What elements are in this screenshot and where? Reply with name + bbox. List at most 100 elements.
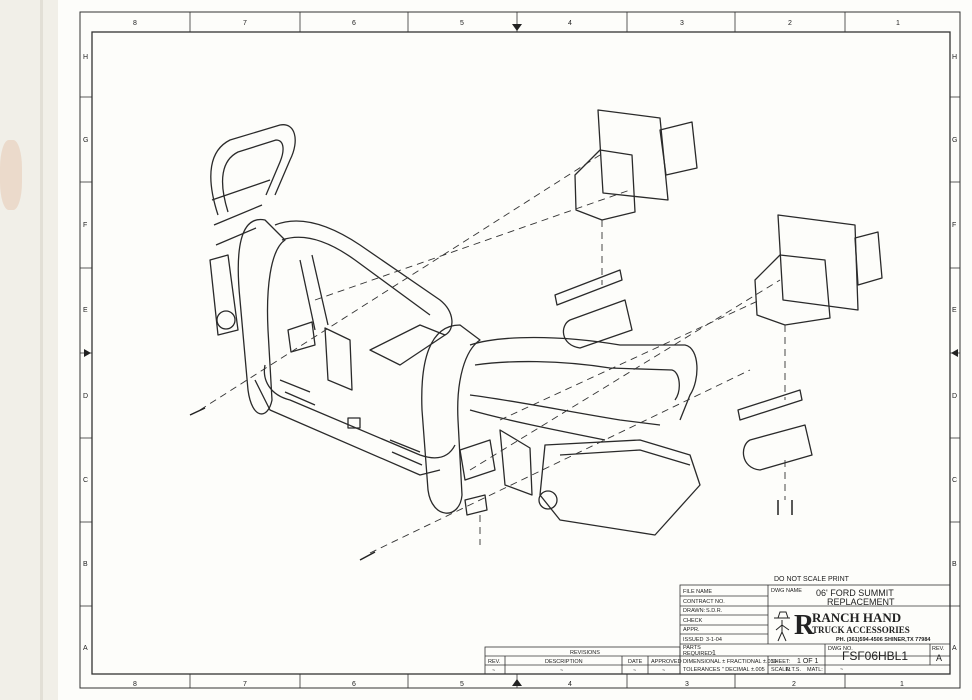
lower-adapter-plate [777, 214, 859, 311]
dwg-no-value: FSF06HBL1 [842, 649, 908, 663]
col-label: 8 [133, 681, 137, 688]
row-label: F [83, 222, 87, 229]
revisions-block: REVISIONS REV. DESCRIPTION DATE APPROVED… [488, 650, 682, 674]
upper-adapter-tube [659, 121, 698, 176]
row-label: G [83, 137, 88, 144]
bumper-lower [254, 379, 441, 476]
row-labels-left: H G F E D C B A [83, 54, 88, 652]
frame [79, 11, 961, 689]
lower-adapter-body [754, 254, 831, 326]
center-gusset [369, 324, 446, 366]
bumper-tab [347, 417, 361, 429]
row-label: B [952, 561, 957, 568]
upper-adapter-body [574, 149, 636, 221]
tolerances-label: TOLERANCES " DECIMAL ±.005 [683, 667, 765, 673]
company-tagline: TRUCK ACCESSORIES [812, 625, 910, 635]
upper-clamp-plate [554, 269, 623, 306]
file-name-label: FILE NAME [683, 589, 712, 595]
check-label: CHECK [683, 618, 703, 624]
left-hoop-inner [221, 139, 284, 213]
col-label: 3 [680, 20, 684, 27]
col-label: 4 [568, 681, 572, 688]
approved-header: APPROVED [651, 659, 682, 665]
issued-label: ISSUED [683, 637, 704, 643]
bolt [189, 407, 206, 416]
row-labels-right: H G F E D C B A [952, 54, 957, 652]
col-label: 1 [900, 681, 904, 688]
row-label: C [952, 477, 957, 484]
drawn-value: S.D.R. [706, 608, 723, 614]
col-label: 2 [792, 681, 796, 688]
right-hoop-lower-2 [469, 409, 606, 441]
row-label: A [952, 645, 957, 652]
left-mount-bracket [324, 327, 353, 391]
description-header: DESCRIPTION [545, 659, 583, 665]
right-mount-plate [459, 439, 496, 481]
assembly-line [314, 189, 631, 301]
col-label: 8 [133, 20, 137, 27]
revisions-title: REVISIONS [570, 650, 600, 656]
matl-label: MATL: [807, 667, 823, 673]
col-label: 7 [243, 20, 247, 27]
dimensional-label: DIMENSIONAL ± FRACTIONAL ±.010 [683, 659, 777, 665]
date-cell: ~ [633, 668, 636, 674]
bumper-upper [263, 364, 456, 459]
row-label: G [952, 137, 957, 144]
page-edge-shadow [40, 0, 43, 700]
col-label: 1 [896, 20, 900, 27]
approved-cell: ~ [662, 668, 665, 674]
rev-cell: ~ [492, 668, 495, 674]
col-label: 2 [788, 20, 792, 27]
cowboy-icon [774, 611, 790, 642]
col-label: 5 [460, 681, 464, 688]
dwg-name-label: DWG NAME [771, 588, 802, 594]
required-value: 1 [712, 650, 716, 657]
matl-value: ~ [840, 667, 843, 673]
column-labels-bottom: 8 7 6 5 4 3 2 1 [133, 681, 904, 688]
right-lamp-housing [539, 439, 701, 536]
center-arrows [84, 24, 958, 686]
row-label: D [83, 393, 88, 400]
upper-adapter-plate [597, 109, 669, 201]
lower-clamp-plate [737, 389, 803, 421]
col-label: 4 [568, 20, 572, 27]
assembly-line [499, 299, 761, 421]
parts-label: PARTS [683, 645, 701, 651]
upper-u-bolt [562, 299, 633, 349]
dwg-no-label: DWG NO. [828, 646, 853, 652]
assembly-line [469, 279, 781, 471]
assembly-lines [199, 154, 786, 554]
row-label: H [952, 54, 957, 61]
right-hoop-inner [474, 360, 680, 401]
upper-tube-1 [274, 220, 453, 336]
bolt [359, 551, 376, 561]
grille-guard-illustration [209, 109, 883, 536]
lower-adapter-tube [854, 231, 883, 286]
left-small-bracket [287, 321, 316, 353]
row-label: A [83, 645, 88, 652]
row-label: H [83, 54, 88, 61]
right-upright [421, 324, 481, 514]
company-logo: R RANCH HAND TRUCK ACCESSORIES PH. (361)… [774, 610, 931, 643]
right-lamp-edge [559, 449, 691, 466]
contract-label: CONTRACT NO. [683, 599, 725, 605]
bumper-slots [279, 379, 423, 466]
sheet-value: 1 OF 1 [797, 658, 819, 665]
right-lamp [538, 490, 558, 510]
col-label: 6 [352, 681, 356, 688]
rev-value: A [936, 653, 942, 663]
column-ticks [189, 12, 846, 688]
left-hoop-bars [211, 179, 271, 246]
scale-note: DO NOT SCALE PRINT [774, 576, 850, 583]
bolts [189, 407, 793, 561]
rev-label: REV. [932, 646, 945, 652]
row-label: D [952, 393, 957, 400]
logo-letter-r: R [794, 610, 815, 641]
left-lamp-housing [209, 254, 239, 336]
scale-label: SCALE: [771, 667, 791, 673]
sheet-label: SHEET: [771, 659, 791, 665]
assembly-line [369, 369, 751, 554]
description-cell: ~ [560, 668, 563, 674]
